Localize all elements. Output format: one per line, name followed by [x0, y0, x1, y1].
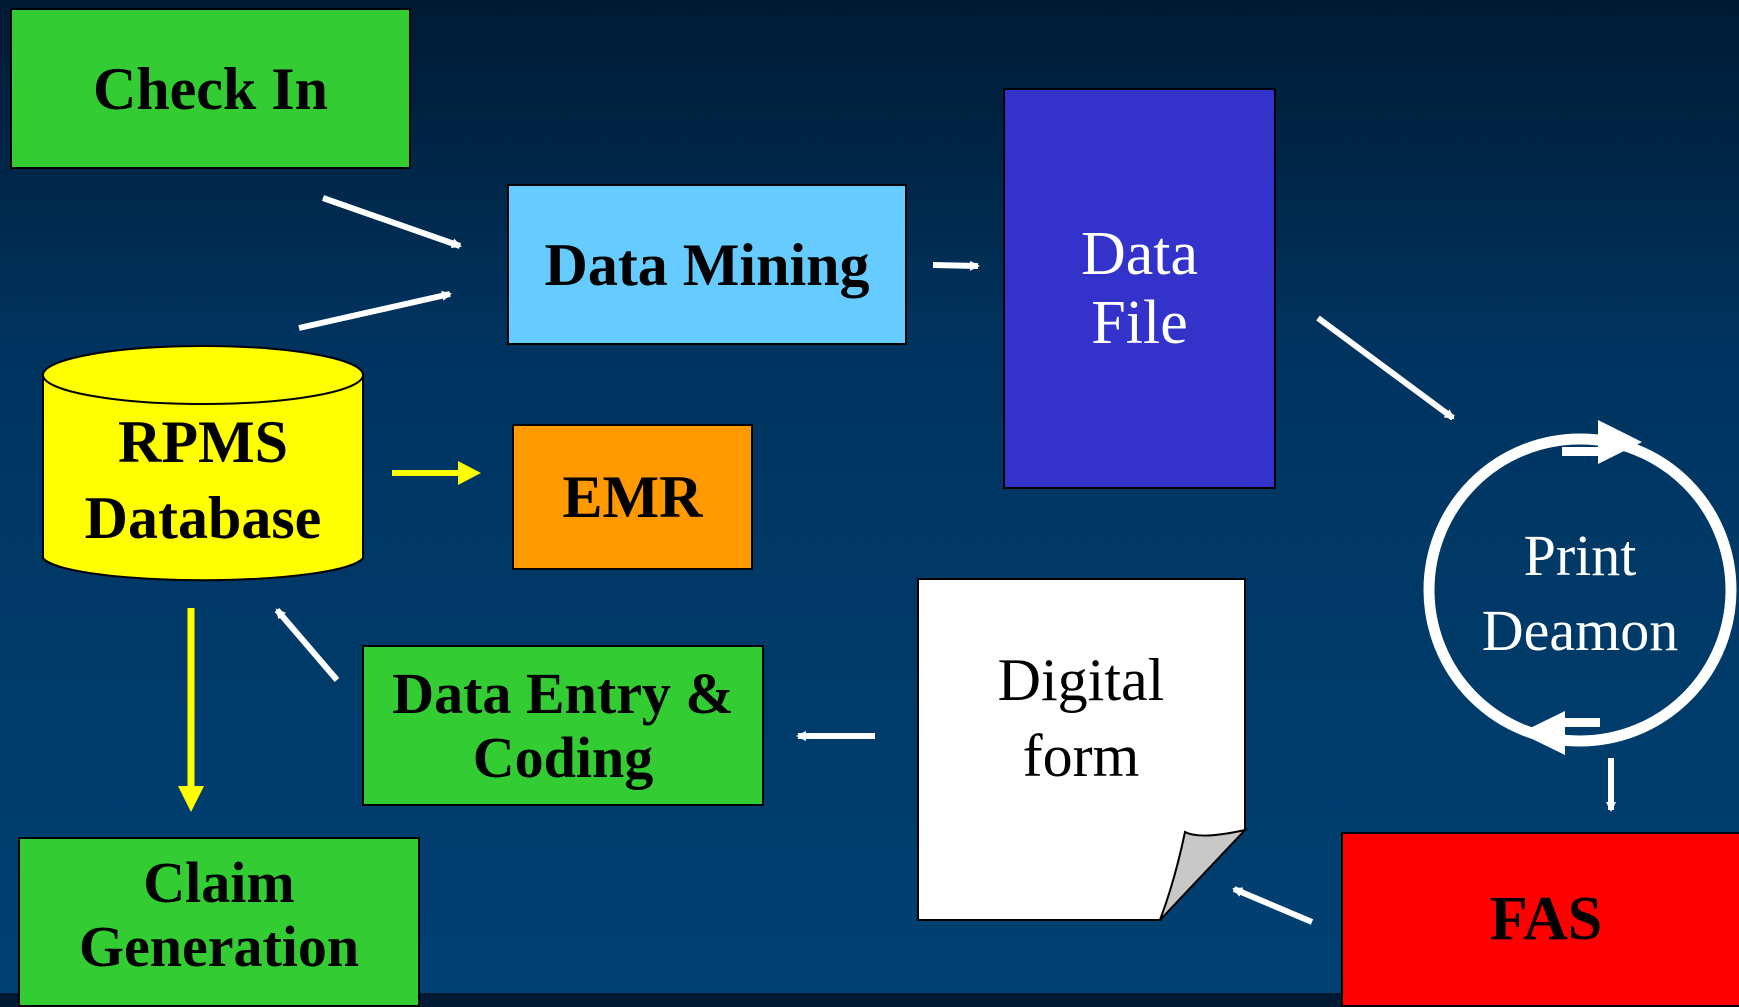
- rpms-database-label-line2: Database: [85, 485, 322, 551]
- arrow-datamining-to-datafile: [932, 260, 980, 271]
- data-entry-label-line1: Data Entry &: [392, 660, 734, 726]
- arrow-rpms-to-datamining: [298, 290, 452, 331]
- rpms-database-label-line1: RPMS: [118, 409, 288, 475]
- digital-form-label-line1: Digital: [998, 647, 1165, 713]
- data-entry-coding-box: Data Entry & Coding: [362, 645, 764, 806]
- arrow-checkin-to-datamining: [322, 195, 462, 249]
- data-mining-box: Data Mining: [507, 184, 907, 345]
- fas-box: FAS: [1341, 832, 1739, 1007]
- check-in-box: Check In: [10, 8, 411, 169]
- rpms-yellow-arrows: [178, 461, 481, 812]
- flow-arrows: [274, 195, 1616, 925]
- check-in-label: Check In: [92, 55, 329, 122]
- emr-label: EMR: [562, 464, 703, 530]
- print-daemon-label-line1: Print: [1524, 523, 1637, 588]
- data-file-label-line1: Data: [1080, 220, 1199, 289]
- claim-generation-box: Claim Generation: [18, 837, 420, 1007]
- data-entry-label-line2: Coding: [472, 724, 654, 790]
- data-file-box: Data File: [1003, 88, 1276, 489]
- arrow-datafile-to-printdaemon: [1316, 315, 1455, 421]
- digital-form-label-line2: form: [1023, 723, 1140, 789]
- claim-generation-label-line2: Generation: [78, 913, 360, 979]
- arrow-fas-to-digitalform: [1232, 886, 1314, 925]
- print-daemon-cycle: Print Deamon: [1423, 420, 1737, 755]
- print-daemon-label-line2: Deamon: [1482, 598, 1679, 663]
- data-file-label-line2: File: [1091, 288, 1188, 357]
- digital-form-document: Digital form: [917, 578, 1248, 921]
- fas-label: FAS: [1489, 885, 1603, 954]
- data-mining-label: Data Mining: [544, 231, 870, 298]
- arrow-dataentry-to-rpms: [274, 608, 340, 682]
- rpms-database-cylinder: RPMS Database: [42, 345, 364, 582]
- emr-box: EMR: [512, 424, 753, 570]
- claim-generation-label-line1: Claim: [143, 850, 295, 915]
